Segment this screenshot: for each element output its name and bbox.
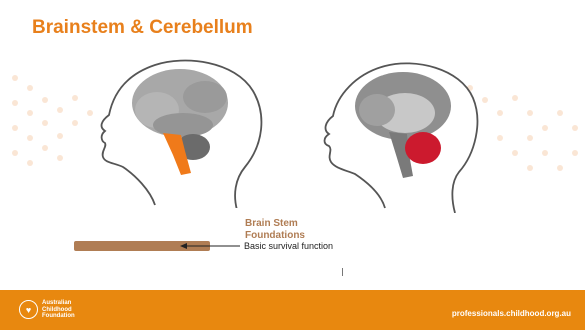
head-illustration-cerebellum — [315, 58, 480, 213]
brain-cortex — [355, 72, 451, 140]
arrow-left-icon — [180, 242, 240, 250]
cerebellum-highlight — [405, 132, 441, 164]
legend-panel: Brain Stem Foundations Basic survival fu… — [60, 208, 350, 270]
legend-title-line1: Brain Stem — [245, 218, 305, 230]
legend-description: Basic survival function — [244, 241, 333, 251]
slide-title: Brainstem & Cerebellum — [32, 17, 253, 39]
logo-line1: Australian — [42, 300, 75, 307]
brain-cortex — [132, 69, 228, 137]
head-illustration-brainstem — [95, 55, 270, 210]
legend-title: Brain Stem Foundations — [245, 218, 305, 242]
logo-text: Australian Childhood Foundation — [42, 300, 75, 320]
logo-line3: Foundation — [42, 313, 75, 320]
dot-pattern-background — [0, 58, 585, 208]
organization-logo: ♥ Australian Childhood Foundation — [19, 300, 75, 320]
heart-icon: ♥ — [19, 300, 38, 319]
divider-tick — [342, 268, 343, 276]
footer-website-link[interactable]: professionals.childhood.org.au — [452, 309, 571, 318]
